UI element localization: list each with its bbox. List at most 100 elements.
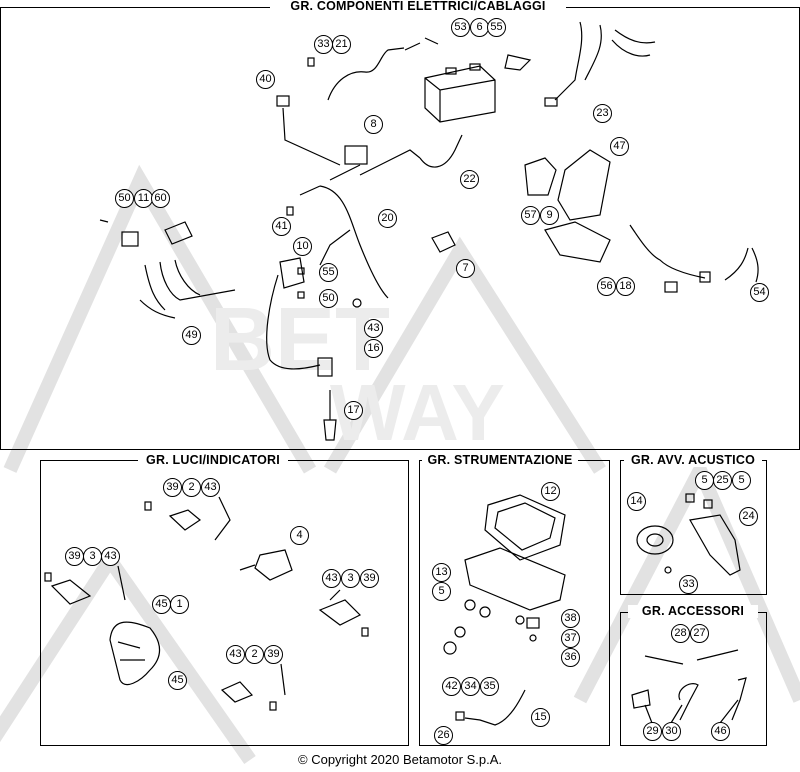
ecu-part-47 xyxy=(557,149,611,221)
part-callout: 16 xyxy=(364,339,383,358)
panel-title-strumentazione: GR. STRUMENTAZIONE xyxy=(422,454,578,467)
part-callout: 43 xyxy=(101,547,120,566)
strap-part-28 xyxy=(644,655,684,665)
part-callout: 50 xyxy=(319,289,338,308)
part-callout: 25 xyxy=(713,471,732,490)
part-callout: 28 xyxy=(671,624,690,643)
part-callout: 15 xyxy=(531,708,550,727)
cable-part-22 xyxy=(419,134,463,168)
part-callout: 27 xyxy=(690,624,709,643)
part-callout: 38 xyxy=(561,609,580,628)
part-callout: 39 xyxy=(65,547,84,566)
panel-title-acustico: GR. AVV. ACUSTICO xyxy=(624,454,762,467)
dashboard-part-12 xyxy=(484,494,566,561)
part-callout: 22 xyxy=(460,170,479,189)
part-callout: 49 xyxy=(182,326,201,345)
part-callout: 6 xyxy=(470,18,489,37)
part-callout: 9 xyxy=(540,206,559,225)
harness-part-54 xyxy=(724,247,759,283)
bracket-part-13 xyxy=(464,547,566,611)
harness-part-23 xyxy=(554,21,656,101)
part-callout: 13 xyxy=(432,563,451,582)
part-callout: 33 xyxy=(679,575,698,594)
part-callout: 4 xyxy=(290,526,309,545)
part-callout: 21 xyxy=(332,35,351,54)
headlight-part-1 xyxy=(109,621,160,685)
part-callout: 36 xyxy=(561,648,580,667)
part-46 xyxy=(731,677,747,721)
panel-title-luci: GR. LUCI/INDICATORI xyxy=(138,454,288,467)
part-30 xyxy=(678,683,699,721)
part-callout: 43 xyxy=(322,569,341,588)
part-callout: 43 xyxy=(364,319,383,338)
part-callout: 7 xyxy=(456,259,475,278)
part-callout: 39 xyxy=(264,645,283,664)
part-callout: 50 xyxy=(115,189,134,208)
svg-text:BET: BET xyxy=(210,290,390,390)
tail-light-part-4 xyxy=(239,549,293,581)
part-callout: 8 xyxy=(364,115,383,134)
cable-part-15 xyxy=(464,689,526,726)
part-callout: 40 xyxy=(256,70,275,89)
part-callout: 3 xyxy=(83,547,102,566)
part-callout: 33 xyxy=(314,35,333,54)
part-callout: 41 xyxy=(272,217,291,236)
part-callout: 46 xyxy=(711,722,730,741)
part-callout: 24 xyxy=(739,507,758,526)
panel-title-main: GR. COMPONENTI ELETTRICI/CABLAGGI xyxy=(270,0,566,13)
part-callout: 55 xyxy=(319,263,338,282)
part-callout: 45 xyxy=(168,671,187,690)
indicator-part-2-top xyxy=(168,509,202,531)
part-callout: 60 xyxy=(151,189,170,208)
part-callout: 23 xyxy=(593,104,612,123)
part-callout: 57 xyxy=(521,206,540,225)
part-callout: 3 xyxy=(341,569,360,588)
part-callout: 18 xyxy=(616,277,635,296)
part-29 xyxy=(631,689,651,709)
part-callout: 29 xyxy=(643,722,662,741)
part-56 xyxy=(544,221,611,263)
part-callout: 14 xyxy=(627,492,646,511)
part-callout: 54 xyxy=(750,283,769,302)
part-callout: 35 xyxy=(480,677,499,696)
part-callout: 12 xyxy=(541,482,560,501)
part-callout: 1 xyxy=(170,595,189,614)
harness-part-49 xyxy=(139,259,236,319)
part-callout: 20 xyxy=(378,209,397,228)
part-callout: 55 xyxy=(487,18,506,37)
indicator-part-3-left xyxy=(50,579,92,605)
relay-part-8 xyxy=(344,145,368,165)
part-callout: 43 xyxy=(226,645,245,664)
part-callout: 56 xyxy=(597,277,616,296)
cable-part-21 xyxy=(327,47,405,101)
copyright-text: © Copyright 2020 Betamotor S.p.A. xyxy=(298,752,502,767)
part-callout: 37 xyxy=(561,629,580,648)
harness-part-20 xyxy=(319,185,389,299)
part-callout: 42 xyxy=(442,677,461,696)
part-57 xyxy=(524,157,557,196)
part-callout: 30 xyxy=(662,722,681,741)
part-callout: 5 xyxy=(695,471,714,490)
part-callout: 47 xyxy=(610,137,629,156)
part-callout: 34 xyxy=(461,677,480,696)
indicator-part-3-right xyxy=(318,599,362,626)
part-callout: 5 xyxy=(732,471,751,490)
part-callout: 45 xyxy=(152,595,171,614)
bracket-part-24 xyxy=(689,514,741,576)
battery-part xyxy=(424,65,496,123)
harness-part-18 xyxy=(629,224,706,279)
part-callout: 17 xyxy=(344,401,363,420)
coil-part-10 xyxy=(279,257,305,289)
part-callout: 43 xyxy=(201,478,220,497)
part-callout: 5 xyxy=(432,582,451,601)
part-callout: 39 xyxy=(360,569,379,588)
part-callout: 39 xyxy=(163,478,182,497)
part-callout: 53 xyxy=(451,18,470,37)
part-callout: 2 xyxy=(182,478,201,497)
part-callout: 2 xyxy=(245,645,264,664)
horn-part-14 xyxy=(636,525,674,555)
panel-title-accessori: GR. ACCESSORI xyxy=(628,605,758,618)
part-callout: 26 xyxy=(434,726,453,745)
part-callout: 10 xyxy=(293,237,312,256)
